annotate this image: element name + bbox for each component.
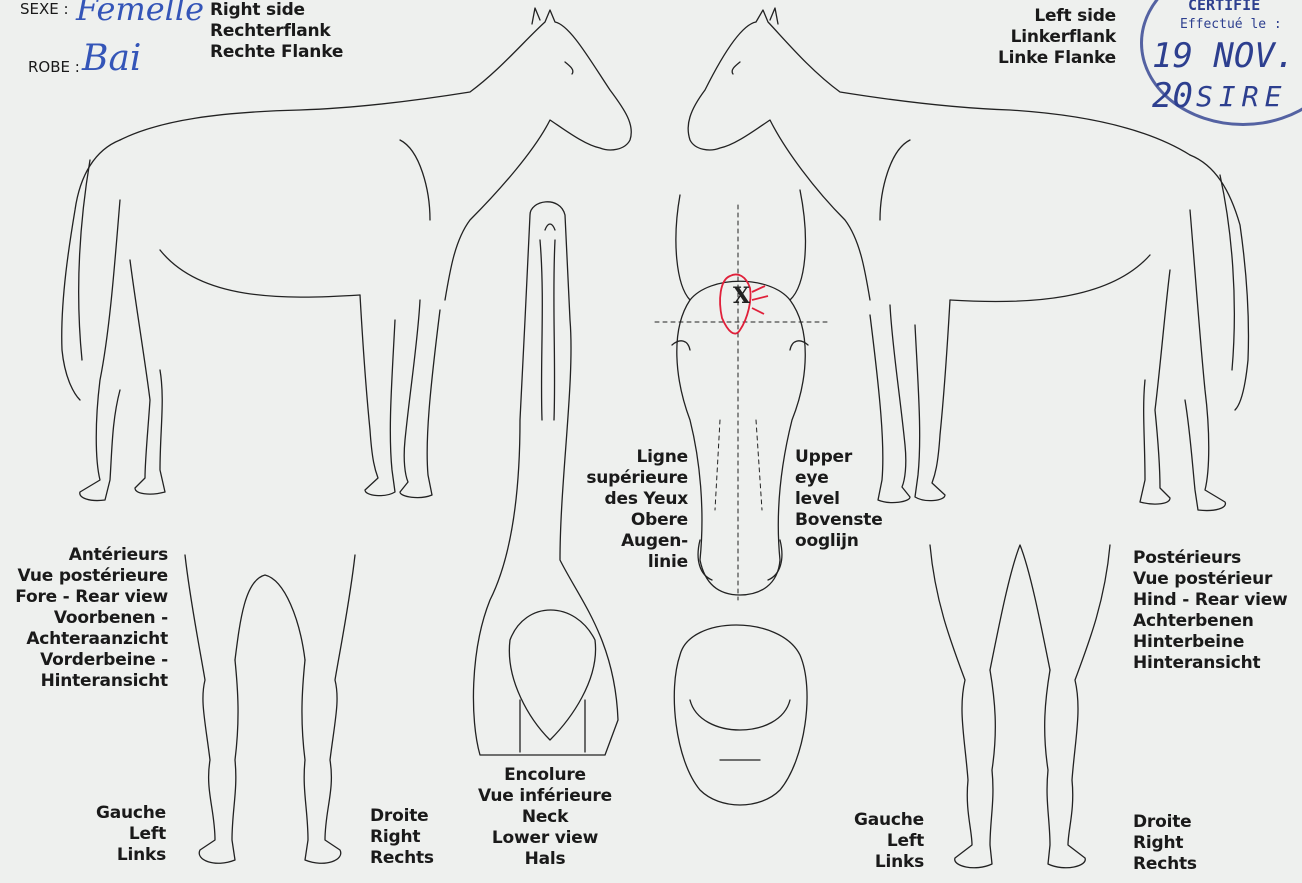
hind-left-label: Gauche Left Links [854,810,924,873]
robe-value[interactable]: Bai [82,38,141,79]
left-side-label: Left side Linkerflank Linke Flanke [998,6,1116,69]
marking-symbol: X [733,283,750,309]
eye-level-label-fr-nl: Ligne supérieure des Yeux Obere Augen- l… [586,447,688,573]
robe-label: ROBE : [28,58,80,76]
sexe-value[interactable]: Femelle [76,0,204,28]
eye-level-label-en-nl: Upper eye level Bovenste ooglijn [795,447,883,552]
sexe-label: SEXE : [20,0,69,18]
stamp-sire: SIRE [1196,80,1287,113]
hind-rear-view-label: Postérieurs Vue postérieur Hind - Rear v… [1133,548,1288,674]
hind-right-label: Droite Right Rechts [1133,812,1197,875]
stamp-date-label: Effectué le : [1180,17,1282,32]
right-side-label: Right side Rechterflank Rechte Flanke [210,0,343,63]
fore-rear-view-label: Antérieurs Vue postérieure Fore - Rear v… [15,545,168,692]
fore-right-label: Droite Right Rechts [370,806,434,869]
fore-left-label: Gauche Left Links [96,803,166,866]
neck-lower-view-label: Encolure Vue inférieure Neck Lower view … [465,765,625,870]
stamp-certified: CERTIFIE [1188,0,1260,14]
